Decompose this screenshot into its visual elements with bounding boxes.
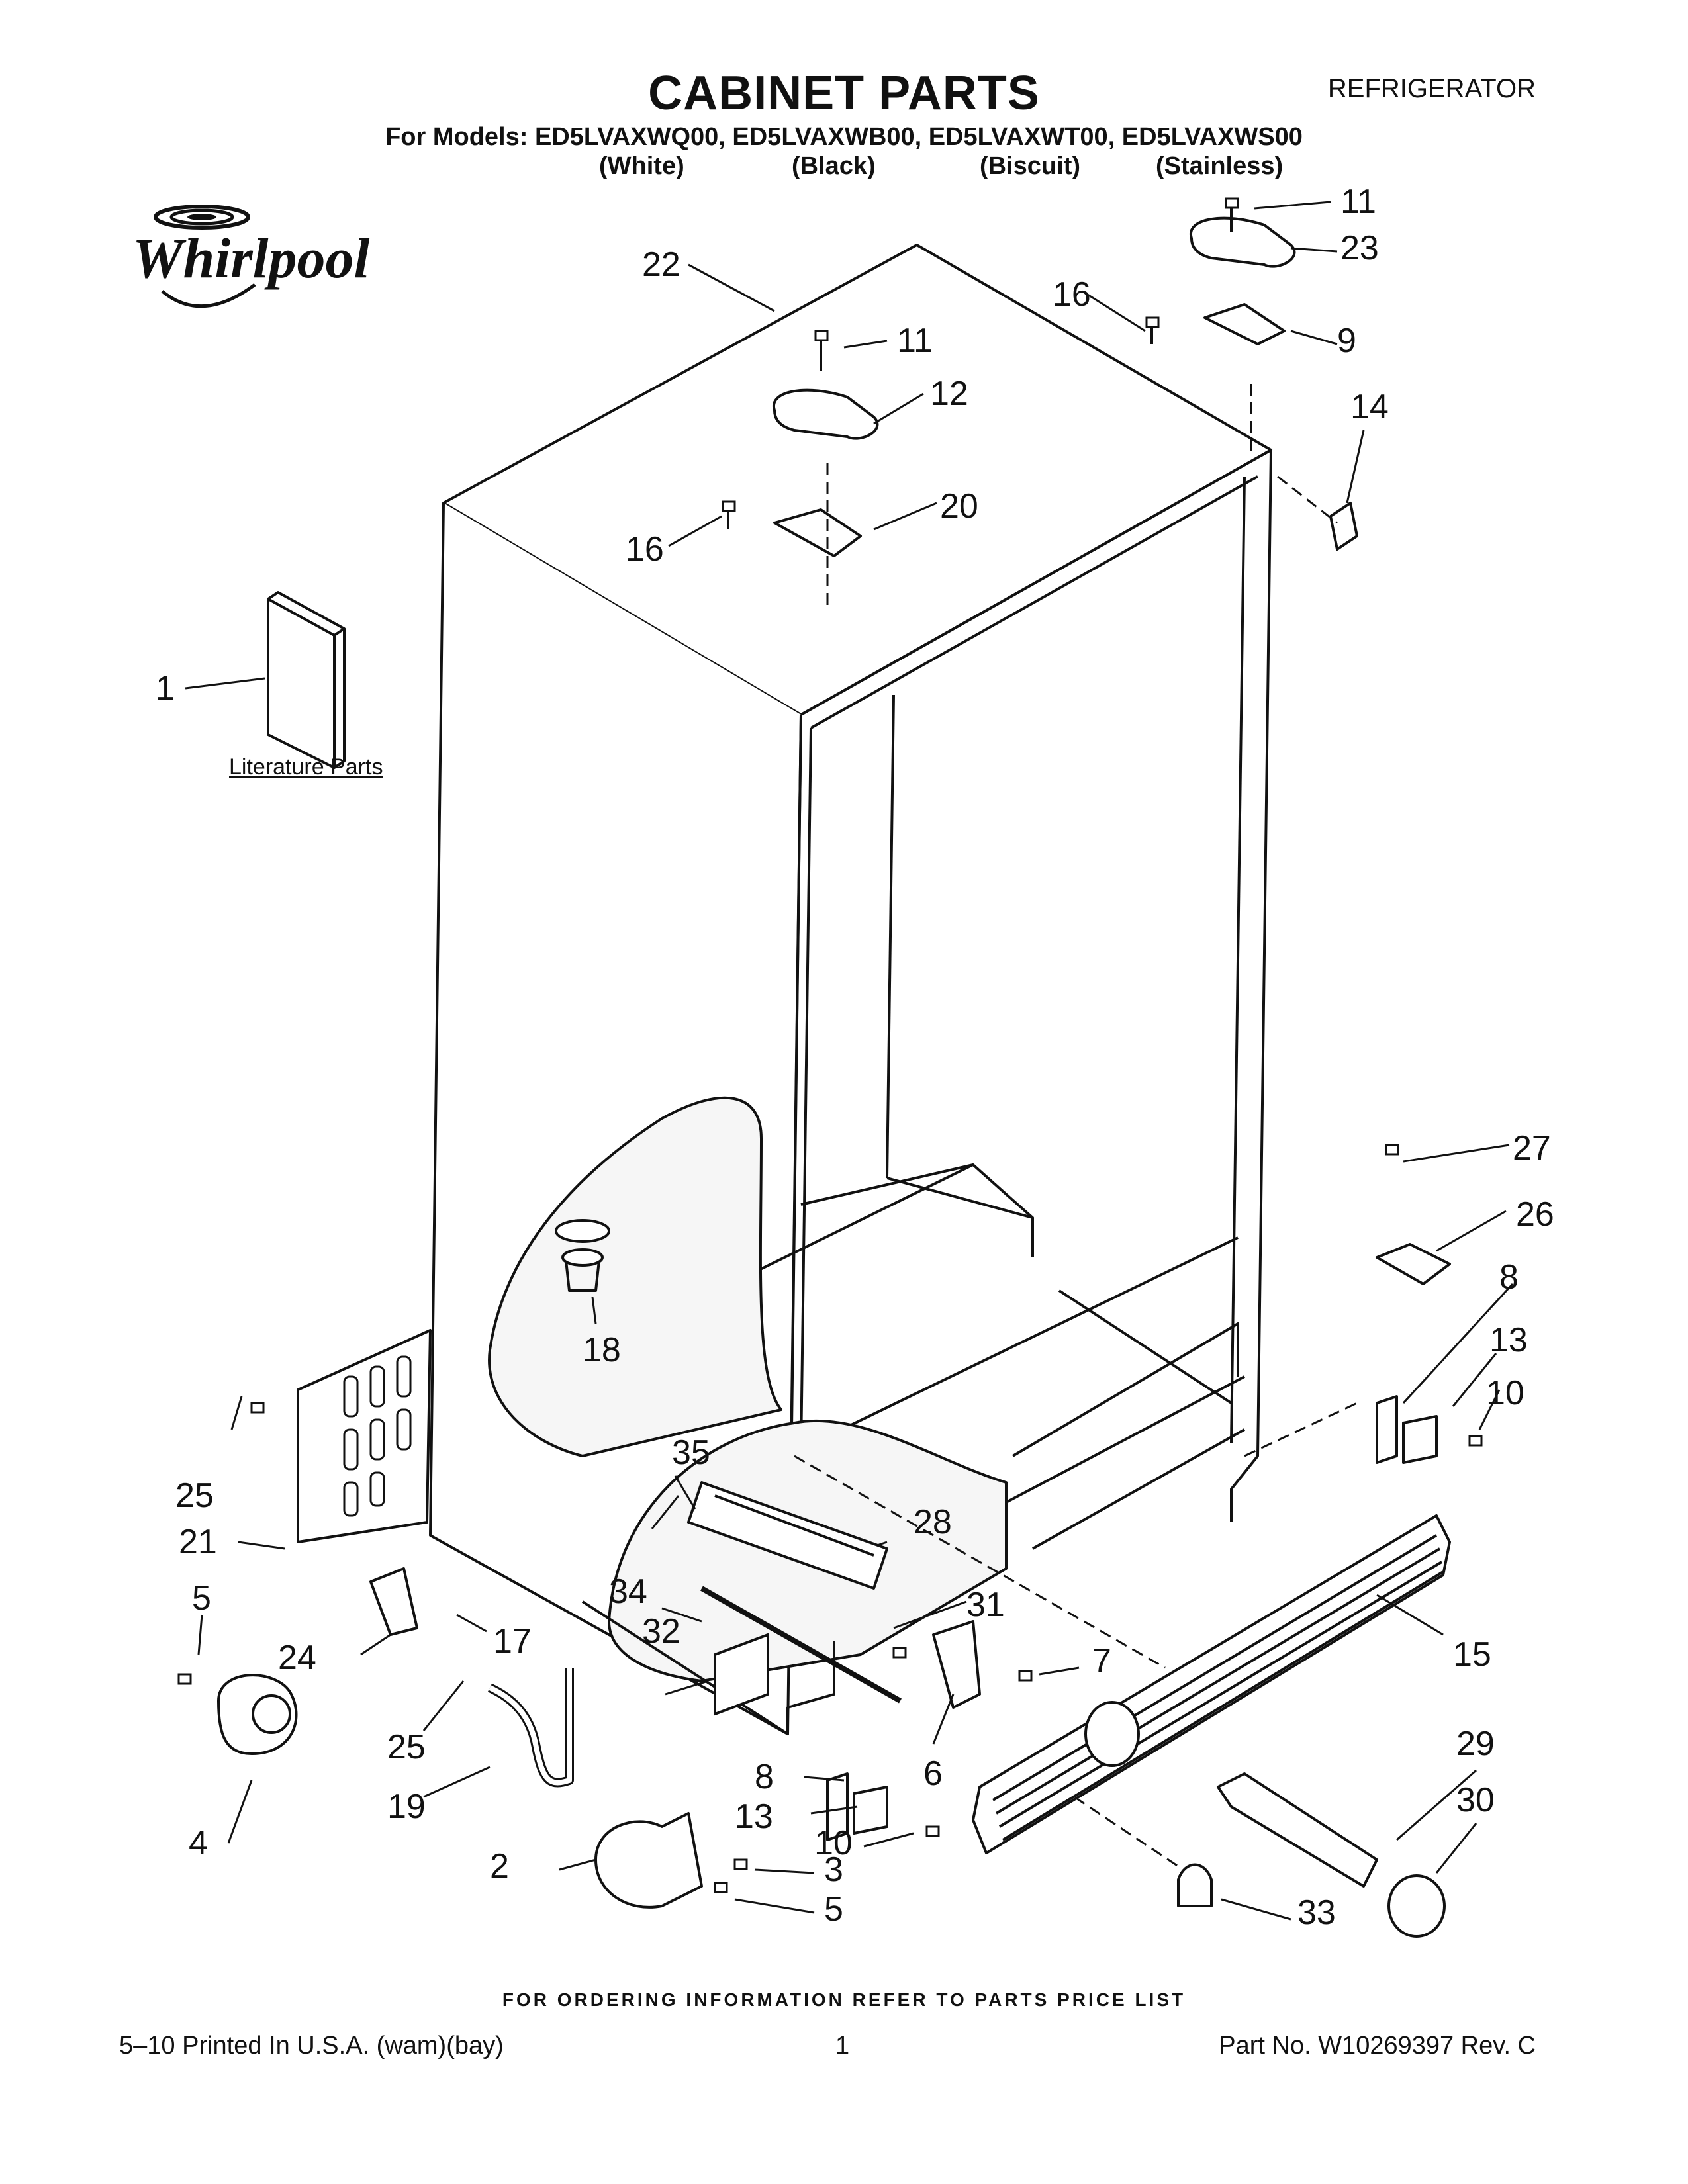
color-white: (White) [599,152,684,180]
callout-30: 30 [1456,1781,1495,1819]
hinge-9 [1203,303,1286,345]
cabinet-front-frame [800,449,1272,1522]
callout-23: 23 [1340,229,1379,267]
literature-booklet [267,598,336,769]
callout-34: 34 [609,1572,647,1611]
heater-tube [687,1481,888,1590]
callout-1: 1 [156,669,175,707]
callout-7: 7 [1092,1642,1111,1680]
callout-10-right: 10 [1486,1374,1524,1412]
screw-icon [1385,1144,1399,1156]
callout-19: 19 [387,1788,426,1826]
callout-17: 17 [493,1622,532,1661]
callout-13-lower: 13 [735,1797,773,1836]
callout-10-lower: 10 [814,1824,853,1862]
valve-housing [594,1812,703,1909]
callout-16-left: 16 [626,530,664,569]
literature-parts-label: Literature Parts [229,754,383,780]
screw-icon [1018,1670,1033,1682]
hinge-20 [773,508,862,557]
callout-3: 3 [824,1850,843,1889]
callout-11-center: 11 [897,322,933,360]
callout-21: 21 [179,1523,217,1561]
screw-icon [1225,197,1239,209]
hinge-cover-12 [772,388,879,440]
color-biscuit: (Biscuit) [980,152,1080,180]
screw-icon [733,1858,748,1870]
screw-icon [1468,1435,1483,1447]
page-title: CABINET PARTS [648,67,1040,120]
callout-27: 27 [1513,1129,1551,1167]
callout-2: 2 [490,1847,509,1886]
models-line: For Models: ED5LVAXWQ00, ED5LVAXWB00, ED… [385,123,1303,151]
callout-8-right: 8 [1499,1258,1519,1297]
color-black: (Black) [792,152,876,180]
callout-24: 24 [278,1639,316,1677]
callout-12: 12 [930,375,968,413]
screw-icon [722,500,736,512]
screw-icon [925,1825,940,1837]
callout-32: 32 [642,1612,680,1651]
whirlpool-logo: Whirlpool [132,226,370,290]
screw-icon [1145,316,1160,328]
screw-icon [814,330,829,341]
hinge-bracket-13-right [1402,1415,1438,1464]
part-number: Part No. W10269397 Rev. C [1219,2032,1536,2060]
hinge-bracket-8-right [1376,1395,1398,1464]
drain-fitting [555,1219,610,1243]
bracket-24 [369,1567,418,1636]
part-6 [932,1620,981,1709]
callout-8-lower: 8 [755,1758,774,1796]
callout-9: 9 [1337,322,1356,360]
hinge-bracket-13-lower [853,1786,888,1835]
part-33 [1177,1863,1213,1907]
callout-25-lower: 25 [387,1728,426,1766]
screw-icon [892,1647,907,1659]
callout-29: 29 [1456,1725,1495,1763]
page-number: 1 [835,2032,850,2060]
screw-icon [714,1882,728,1893]
hinge-cover-23 [1189,216,1296,268]
callout-26: 26 [1516,1195,1554,1234]
color-stainless: (Stainless) [1156,152,1284,180]
hinge-bracket-8-lower [826,1772,849,1841]
part-26 [1376,1243,1451,1285]
callout-13-right: 13 [1489,1321,1528,1359]
callout-20: 20 [940,487,978,525]
callout-15: 15 [1453,1635,1491,1674]
side-cutout [488,1096,782,1457]
callout-6: 6 [923,1754,943,1793]
callout-33: 33 [1297,1893,1336,1932]
screw-icon [177,1673,192,1685]
callout-22: 22 [642,246,680,284]
callout-25-left: 25 [175,1477,214,1515]
whirlpool-swirl-icon [154,205,256,308]
screw-icon [250,1402,265,1414]
water-filter [1217,1772,1378,1888]
print-info: 5–10 Printed In U.S.A. (wam)(bay) [119,2032,504,2060]
category-label: REFRIGERATOR [1327,74,1536,103]
ordering-note: FOR ORDERING INFORMATION REFER TO PARTS … [502,1989,1186,2010]
callout-18: 18 [583,1331,621,1369]
callout-5-upper: 5 [192,1579,211,1617]
callout-28: 28 [914,1503,952,1541]
callout-35: 35 [672,1433,710,1472]
callout-5-lower: 5 [824,1890,843,1929]
filter-cap [1387,1874,1446,1938]
callout-14: 14 [1350,388,1389,426]
callout-4: 4 [189,1824,208,1862]
callout-11-right: 11 [1340,183,1376,221]
part-32 [714,1633,769,1715]
callout-31: 31 [966,1586,1005,1624]
callout-16-right: 16 [1053,275,1091,314]
